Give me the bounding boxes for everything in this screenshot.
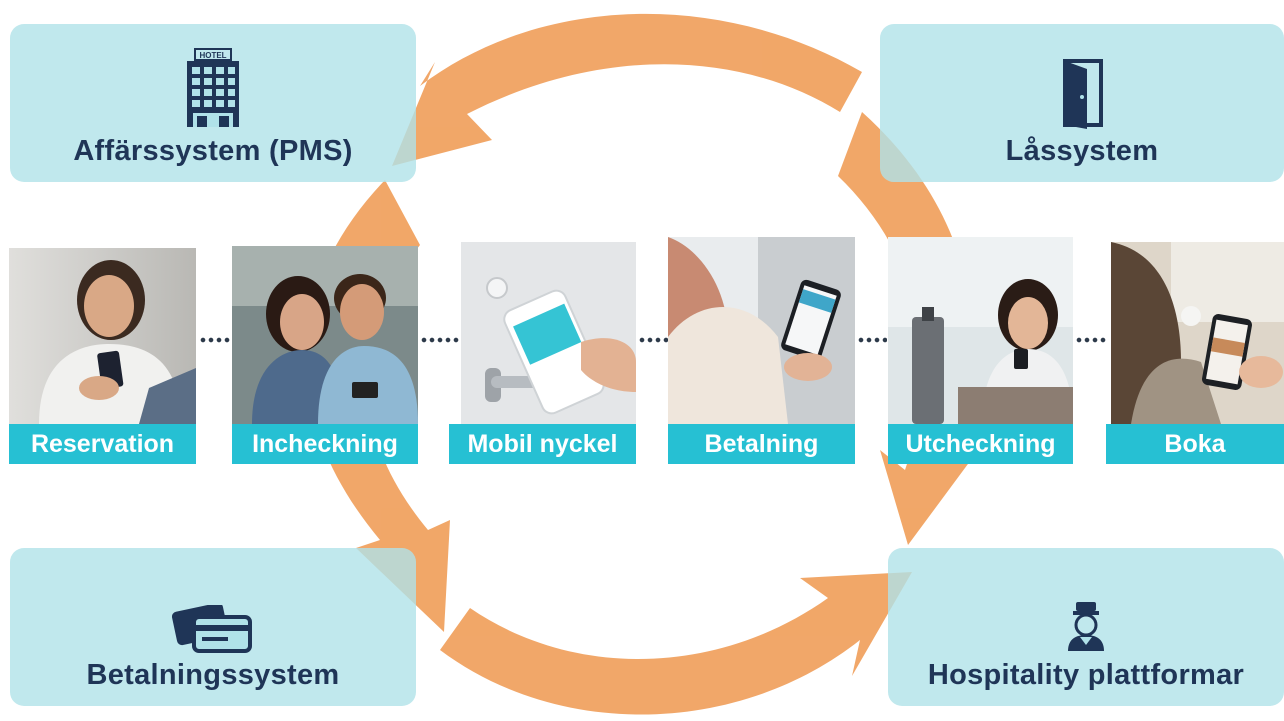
reservation-photo [9, 248, 196, 424]
pms-system-box: HOTEL Affärssystem (PMS) [10, 24, 416, 182]
step-mobile-key: Mobil nyckel [449, 242, 636, 464]
step-label-payment: Betalning [668, 424, 855, 464]
step-label-reservation: Reservation [9, 424, 196, 464]
step-label-mobile-key: Mobil nyckel [449, 424, 636, 464]
step-label-checkin: Incheckning [232, 424, 418, 464]
arrow-top [392, 13, 862, 166]
step-payment: Betalning [668, 237, 855, 464]
door-icon [1059, 59, 1105, 129]
checkin-photo [232, 246, 418, 424]
book-photo [1111, 242, 1284, 424]
connector-dots-5 [1075, 336, 1107, 344]
connector-dots-4 [857, 336, 887, 344]
hospitality-platforms-box: Hospitality plattformar [888, 548, 1284, 706]
step-checkout: Utcheckning [888, 237, 1073, 464]
connector-dots-3 [638, 336, 668, 344]
step-reservation: Reservation [9, 248, 196, 464]
payment-system-box: Betalningssystem [10, 548, 416, 706]
payment-system-label: Betalningssystem [86, 659, 340, 691]
step-book: Boka [1106, 242, 1284, 464]
arrow-bottom [440, 572, 912, 715]
checkout-photo [888, 237, 1073, 424]
payment-photo [668, 237, 855, 424]
lock-system-box: Låssystem [880, 24, 1284, 182]
mobile-key-photo [461, 242, 636, 424]
step-checkin: Incheckning [232, 246, 418, 464]
hotel-building-icon: HOTEL [185, 47, 241, 129]
connector-dots-2 [420, 336, 460, 344]
hospitality-platforms-label: Hospitality plattformar [927, 659, 1245, 691]
connector-dots-1 [199, 336, 231, 344]
pms-system-label: Affärssystem (PMS) [73, 135, 353, 167]
bellhop-icon [1064, 601, 1108, 653]
hotel-sign-text: HOTEL [199, 51, 226, 60]
step-label-book: Boka [1106, 424, 1284, 464]
credit-cards-icon [172, 605, 254, 653]
step-label-checkout: Utcheckning [888, 424, 1073, 464]
lock-system-label: Låssystem [1005, 135, 1159, 167]
